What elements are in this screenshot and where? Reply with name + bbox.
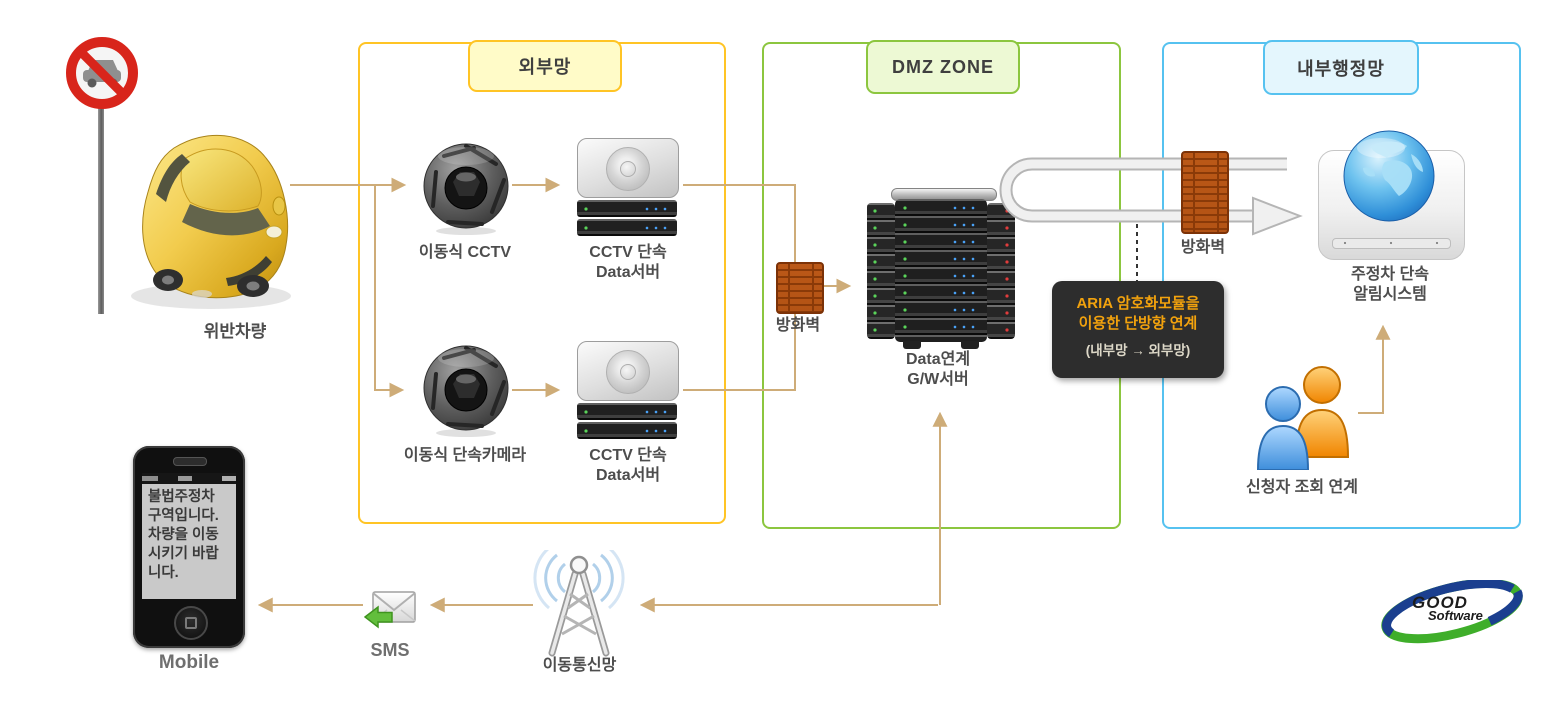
good-software-logo	[1381, 580, 1523, 644]
sms-label: SMS	[370, 640, 410, 660]
applicant-link-people-icon	[1256, 366, 1350, 470]
phone-home-button	[174, 606, 208, 640]
aria-note-line2: 이용한 단방향 연계	[1078, 315, 1198, 332]
aria-note-line1: ARIA 암호화모듈을	[1076, 295, 1200, 312]
aria-encryption-note: ARIA 암호화모듈을 이용한 단방향 연계 (내부망 → 외부망)	[1052, 281, 1224, 378]
mobile-network-antenna-icon	[533, 550, 625, 657]
mobile-enforcement-camera-icon	[423, 345, 509, 437]
applicant-link-label: 신청자 조회 연계	[1246, 479, 1358, 496]
firewall-internal-label: 방화벽	[1180, 239, 1226, 256]
logo-text-good: GOOD	[1412, 593, 1468, 612]
phone-sms-message: 불법주정차 구역입니다. 차량을 이동 시키기 바랍 니다.	[148, 489, 219, 581]
zone-badge-dmz: DMZ ZONE	[866, 40, 1020, 94]
violation-car-label: 위반차량	[203, 322, 267, 341]
no-parking-pole	[98, 106, 104, 314]
zone-badge-internal: 내부행정망	[1263, 40, 1419, 95]
mobile-network-label: 이동통신망	[542, 657, 617, 674]
mobile-phone-icon: 불법주정차 구역입니다. 차량을 이동 시키기 바랍 니다.	[133, 446, 245, 648]
zone-badge-external: 외부망	[468, 40, 622, 92]
phone-speaker	[173, 457, 207, 466]
mobile-cctv-icon	[423, 143, 509, 235]
mobile-cctv-label: 이동식 CCTV	[418, 244, 512, 261]
cctv-data-server-top-icon	[577, 138, 679, 236]
mobile-label: Mobile	[158, 652, 220, 673]
violation-car-icon	[131, 134, 291, 309]
cctv-data-server-top-label: CCTV 단속 Data서버	[589, 244, 667, 281]
data-gw-server-label: Data연계 G/W서버	[905, 351, 971, 388]
cctv-data-server-bottom-label: CCTV 단속 Data서버	[589, 447, 667, 484]
cctv-data-server-bottom-icon	[577, 341, 679, 439]
phone-screen: 불법주정차 구역입니다. 차량을 이동 시키기 바랍 니다.	[142, 473, 236, 599]
sms-envelope-icon	[364, 591, 416, 629]
phone-status-bar	[142, 473, 236, 484]
firewall-internal-icon	[1181, 151, 1229, 234]
parking-notify-system-globe-icon	[1343, 130, 1435, 222]
parking-notify-system-label: 주정차 단속 알림시스템	[1350, 266, 1430, 303]
zone-badge-internal-label: 내부행정망	[1297, 58, 1385, 79]
no-parking-sign-icon	[66, 37, 138, 109]
aria-note-line3: (내부망 → 외부망)	[1085, 343, 1191, 358]
zone-badge-dmz-label: DMZ ZONE	[892, 56, 994, 77]
mobile-enforcement-camera-label: 이동식 단속카메라	[403, 447, 527, 464]
zone-badge-external-label: 외부망	[518, 57, 572, 77]
firewall-dmz-icon	[776, 262, 824, 314]
firewall-dmz-label: 방화벽	[775, 317, 821, 334]
logo-text-software: Software	[1428, 608, 1483, 623]
